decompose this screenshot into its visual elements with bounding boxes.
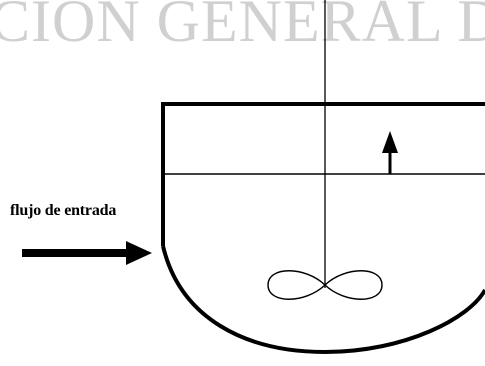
up-arrow-icon	[382, 131, 398, 174]
inlet-label: flujo de entrada	[10, 202, 117, 219]
tank-vessel	[161, 102, 485, 355]
right-arrow-icon	[22, 241, 152, 265]
watermark-text: CION GENERAL DE B	[0, 0, 485, 54]
figure-eight-impeller-icon	[267, 270, 383, 300]
